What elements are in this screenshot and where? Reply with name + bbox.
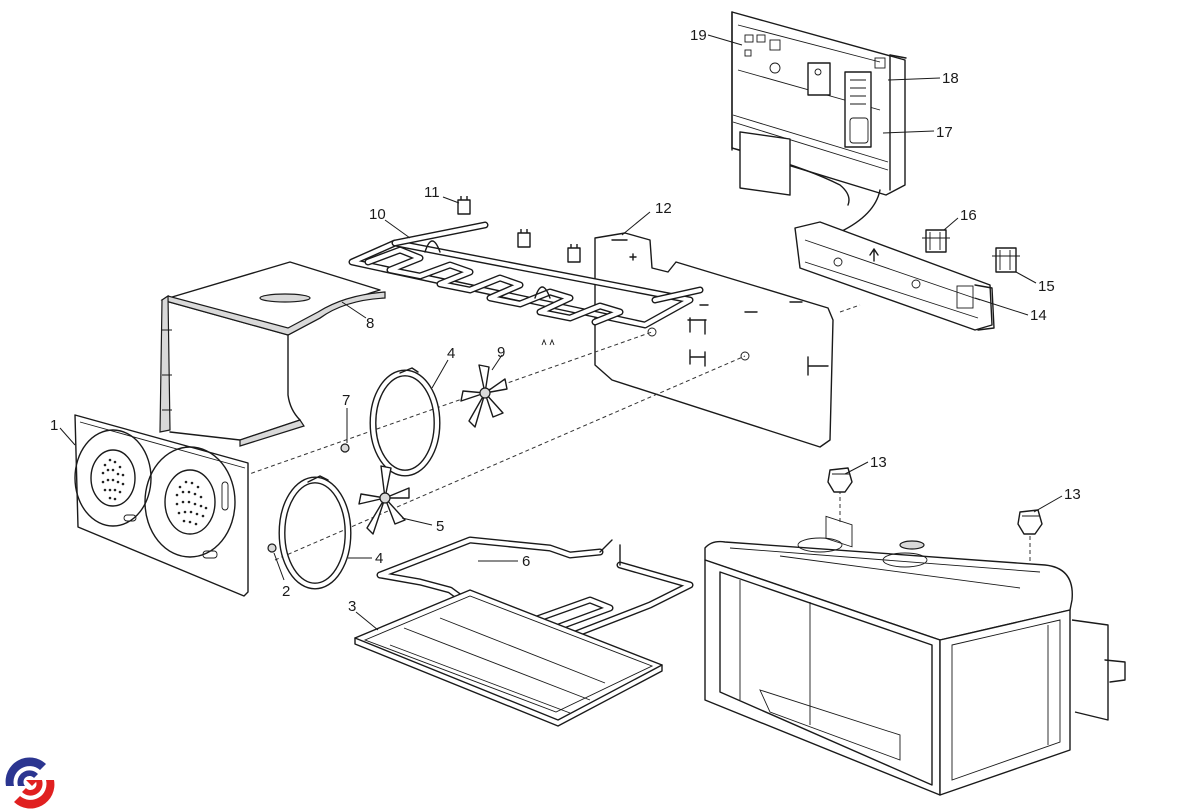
fan-grille-left <box>101 458 125 501</box>
callout-15: 15 <box>1038 278 1055 295</box>
callout-5: 5 <box>436 518 444 535</box>
element-clip <box>457 196 581 263</box>
callout-18: 18 <box>942 70 959 87</box>
callout-17: 17 <box>936 124 953 141</box>
callout-10: 10 <box>369 206 386 223</box>
bottom-heating-element <box>376 536 694 644</box>
bottom-tray <box>354 589 663 727</box>
brand-logo <box>5 757 55 809</box>
oven-cavity <box>704 537 1126 796</box>
callout-3: 3 <box>348 598 356 615</box>
callout-4a: 4 <box>447 345 455 362</box>
rear-fan-cover-panel <box>74 414 249 597</box>
circular-heating-element-lower <box>278 475 352 590</box>
fan-grille-right <box>175 480 208 526</box>
nut-lower <box>267 543 277 553</box>
fan-motor-left <box>922 229 950 253</box>
rear-insulation-panel <box>594 232 834 448</box>
callout-1: 1 <box>50 417 58 434</box>
callout-16: 16 <box>960 207 977 224</box>
lamp-holder-right <box>1017 509 1043 535</box>
fan-motor-right <box>992 247 1020 273</box>
top-liner-cover <box>159 261 386 447</box>
callout-2: 2 <box>282 583 290 600</box>
nut-upper <box>340 443 350 453</box>
fan-blade-lower <box>358 465 410 535</box>
callout-13b: 13 <box>1064 486 1081 503</box>
callout-9: 9 <box>497 344 505 361</box>
callout-6: 6 <box>522 553 530 570</box>
callout-14: 14 <box>1030 307 1047 324</box>
callout-13a: 13 <box>870 454 887 471</box>
callout-8: 8 <box>366 315 374 332</box>
control-panel-assembly <box>731 11 907 206</box>
lamp-holder-left <box>827 467 853 493</box>
fan-blade-upper <box>460 364 508 428</box>
callout-11: 11 <box>424 184 440 201</box>
callout-7: 7 <box>342 392 350 409</box>
callout-12: 12 <box>655 200 672 217</box>
grill-heating-element <box>348 221 704 346</box>
control-pcb <box>739 34 791 196</box>
callout-4b: 4 <box>375 550 383 567</box>
circular-heating-element-upper <box>369 367 441 477</box>
callout-19: 19 <box>690 27 707 44</box>
